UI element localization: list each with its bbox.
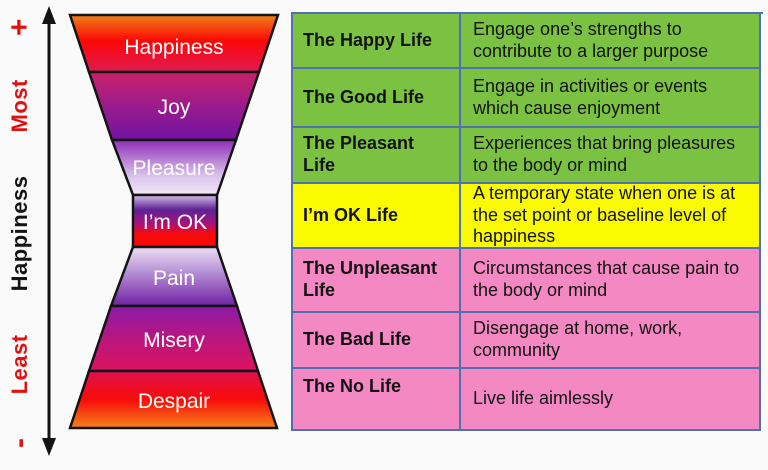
table-desc-good-life: Engage in activities or events which cau… <box>461 69 761 128</box>
life-definitions-table: The Happy Life Engage one’s strengths to… <box>291 12 763 431</box>
table-label-no-life: The No Life <box>293 369 461 431</box>
table-label-happy-life: The Happy Life <box>293 14 461 69</box>
segment-label-happiness: Happiness <box>124 36 223 59</box>
arrow-up-head-icon <box>42 6 56 24</box>
table-label-pleasant-life: The Pleasant Life <box>293 128 461 184</box>
table-label-bad-life: The Bad Life <box>293 313 461 369</box>
hourglass-diagram: Happiness Joy Pleasure I’m OK Pain Miser… <box>68 13 280 430</box>
table-desc-unpleasant-life: Circumstances that cause pain to the bod… <box>461 249 761 313</box>
segment-label-joy: Joy <box>158 96 191 119</box>
segment-label-pain: Pain <box>153 267 195 290</box>
table-label-im-ok-life: I’m OK Life <box>293 184 461 249</box>
table-desc-no-life: Live life aimlessly <box>461 369 761 431</box>
table-desc-pleasant-life: Experiences that bring pleasures to the … <box>461 128 761 184</box>
table-desc-bad-life: Disengage at home, work, community <box>461 313 761 369</box>
arrow-down-head-icon <box>42 438 56 456</box>
table-label-unpleasant-life: The Unpleasant Life <box>293 249 461 313</box>
segment-label-im-ok: I’m OK <box>143 211 207 234</box>
segment-label-misery: Misery <box>143 329 205 352</box>
table-desc-im-ok-life: A temporary state when one is at the set… <box>461 183 761 249</box>
segment-label-despair: Despair <box>138 390 210 413</box>
axis-arrow-icon <box>42 6 56 456</box>
table-desc-happy-life: Engage one’s strengths to contribute to … <box>461 14 761 69</box>
segment-despair <box>68 369 279 430</box>
segment-label-pleasure: Pleasure <box>133 157 216 180</box>
table-label-good-life: The Good Life <box>293 69 461 128</box>
